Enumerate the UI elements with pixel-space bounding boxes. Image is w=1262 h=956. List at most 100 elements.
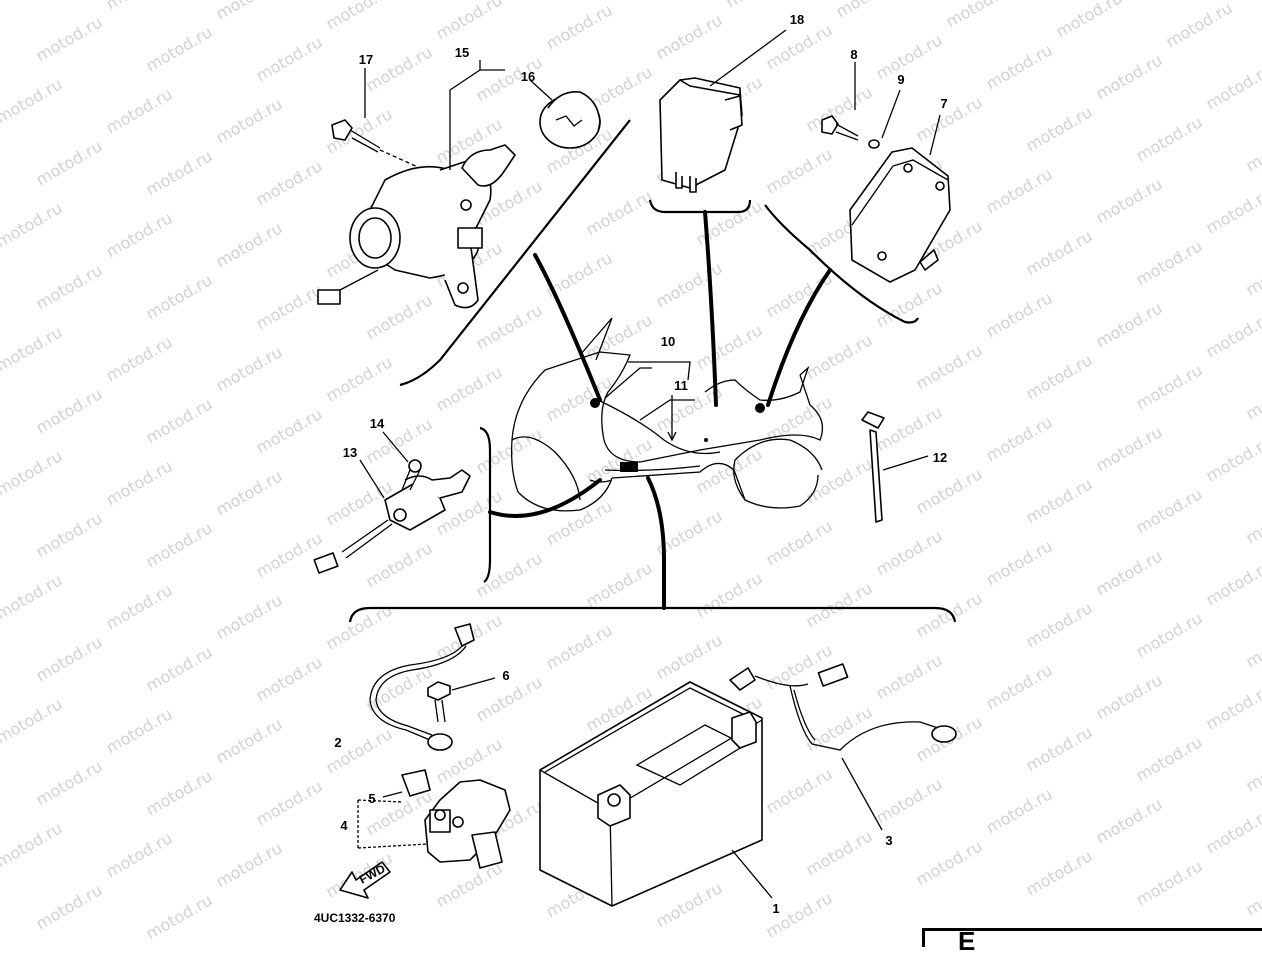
watermark-text: motod.ru: [583, 558, 656, 611]
callout-5: 5: [368, 791, 375, 806]
watermark-text: motod.ru: [1133, 112, 1206, 165]
watermark-text: motod.ru: [33, 508, 106, 561]
watermark-text: motod.ru: [913, 588, 986, 641]
watermark-text: motod.ru: [253, 776, 326, 829]
watermark-text: motod.ru: [873, 774, 946, 827]
watermark-text: motod.ru: [323, 352, 396, 405]
callout-15: 15: [455, 45, 469, 60]
callout-3: 3: [885, 833, 892, 848]
watermark-text: motod.ru: [763, 764, 836, 817]
watermark-text: motod.ru: [803, 454, 876, 507]
watermark-text: motod.ru: [33, 260, 106, 313]
watermark-text: motod.ru: [1093, 50, 1166, 103]
watermark-text: motod.ru: [1203, 556, 1262, 609]
watermark-text: motod.ru: [0, 0, 66, 3]
watermark-text: motod.ru: [1093, 422, 1166, 475]
watermark-text: motod.ru: [1243, 866, 1262, 919]
watermark-text: motod.ru: [1023, 102, 1096, 155]
watermark-text: motod.ru: [653, 630, 726, 683]
watermark-text: motod.ru: [433, 362, 506, 415]
watermark-text: motod.ru: [253, 156, 326, 209]
watermark-text: motod.ru: [693, 196, 766, 249]
callout-13: 13: [343, 445, 357, 460]
battery-assembly: FWD: [340, 624, 956, 906]
watermark-text: motod.ru: [1243, 618, 1262, 671]
watermark-text: motod.ru: [103, 84, 176, 137]
watermark-text: motod.ru: [213, 466, 286, 519]
callout-18: 18: [790, 12, 804, 27]
watermark-text: motod.ru: [1133, 360, 1206, 413]
watermark-text: motod.ru: [0, 198, 66, 251]
watermark-text: motod.ru: [143, 270, 216, 323]
watermark-text: motod.ru: [143, 642, 216, 695]
callout-14: 14: [370, 416, 385, 431]
watermark-text: motod.ru: [33, 12, 106, 65]
watermark-text: motod.ru: [1023, 846, 1096, 899]
watermark-text: motod.ru: [723, 0, 796, 11]
corner-label: E: [958, 930, 975, 952]
watermark-text: motod.ru: [983, 784, 1056, 837]
watermark-text: motod.ru: [1203, 432, 1262, 485]
watermark-text: motod.ru: [653, 10, 726, 63]
watermark-text: motod.ru: [143, 766, 216, 819]
watermark-text: motod.ru: [803, 330, 876, 383]
watermark-text: motod.ru: [1133, 856, 1206, 909]
callout-9: 9: [897, 72, 904, 87]
watermark-text: motod.ru: [763, 20, 836, 73]
callout-7: 7: [940, 96, 947, 111]
callout-11: 11: [674, 378, 688, 393]
watermark-text: motod.ru: [1203, 308, 1262, 361]
watermark-text: motod.ru: [833, 0, 906, 21]
watermark-text: motod.ru: [33, 136, 106, 189]
watermark-text: motod.ru: [1093, 794, 1166, 847]
watermark-text: motod.ru: [763, 516, 836, 569]
watermark-text: motod.ru: [103, 332, 176, 385]
watermark-text: motod.ru: [103, 704, 176, 757]
callout-16: 16: [521, 69, 535, 84]
watermark-text: motod.ru: [1163, 0, 1236, 51]
callout-4: 4: [340, 818, 348, 833]
watermark-text: motod.ru: [543, 620, 616, 673]
watermark-text: motod.ru: [143, 146, 216, 199]
callout-10: 10: [661, 334, 675, 349]
watermark-text: motod.ru: [143, 394, 216, 447]
callout-12: 12: [933, 450, 947, 465]
callout-17: 17: [359, 52, 373, 67]
watermark-text: motod.ru: [1133, 732, 1206, 785]
watermark-text: motod.ru: [1133, 484, 1206, 537]
watermark-text: motod.ru: [143, 22, 216, 75]
watermark-text: motod.ru: [613, 0, 686, 1]
watermark-text: motod.ru: [983, 536, 1056, 589]
watermark-text: motod.ru: [913, 340, 986, 393]
watermark-text: motod.ru: [103, 828, 176, 881]
watermark-text: motod.ru: [0, 570, 66, 623]
watermark-text: motod.ru: [943, 0, 1016, 31]
watermark-text: motod.ru: [323, 476, 396, 529]
watermark-text: motod.ru: [213, 0, 286, 23]
watermark-text: motod.ru: [363, 290, 436, 343]
watermark-text: motod.ru: [103, 456, 176, 509]
watermark-text: motod.ru: [913, 836, 986, 889]
watermark-text: motod.ru: [143, 890, 216, 943]
watermark-text: motod.ru: [253, 652, 326, 705]
watermark-text: motod.ru: [653, 878, 726, 931]
watermark-text: motod.ru: [1023, 226, 1096, 279]
watermark-text: motod.ru: [1243, 246, 1262, 299]
watermark-text: motod.ru: [433, 0, 506, 43]
watermark-text: motod.ru: [0, 694, 66, 747]
watermark-text: motod.ru: [143, 518, 216, 571]
watermark-text: motod.ru: [213, 94, 286, 147]
watermark-text: motod.ru: [0, 818, 66, 871]
watermark-text: motod.ru: [1093, 670, 1166, 723]
watermark-text: motod.ru: [473, 424, 546, 477]
watermark-text: motod.ru: [1243, 370, 1262, 423]
watermark-text: motod.ru: [1023, 350, 1096, 403]
watermark-text: motod.ru: [253, 404, 326, 457]
watermark-text: motod.ru: [253, 528, 326, 581]
watermark-text: motod.ru: [33, 632, 106, 685]
watermark-text: motod.ru: [253, 32, 326, 85]
watermark-text: motod.ru: [1243, 742, 1262, 795]
watermark-text: motod.ru: [873, 650, 946, 703]
watermark-text: motod.ru: [763, 144, 836, 197]
watermark-text: motod.ru: [913, 464, 986, 517]
